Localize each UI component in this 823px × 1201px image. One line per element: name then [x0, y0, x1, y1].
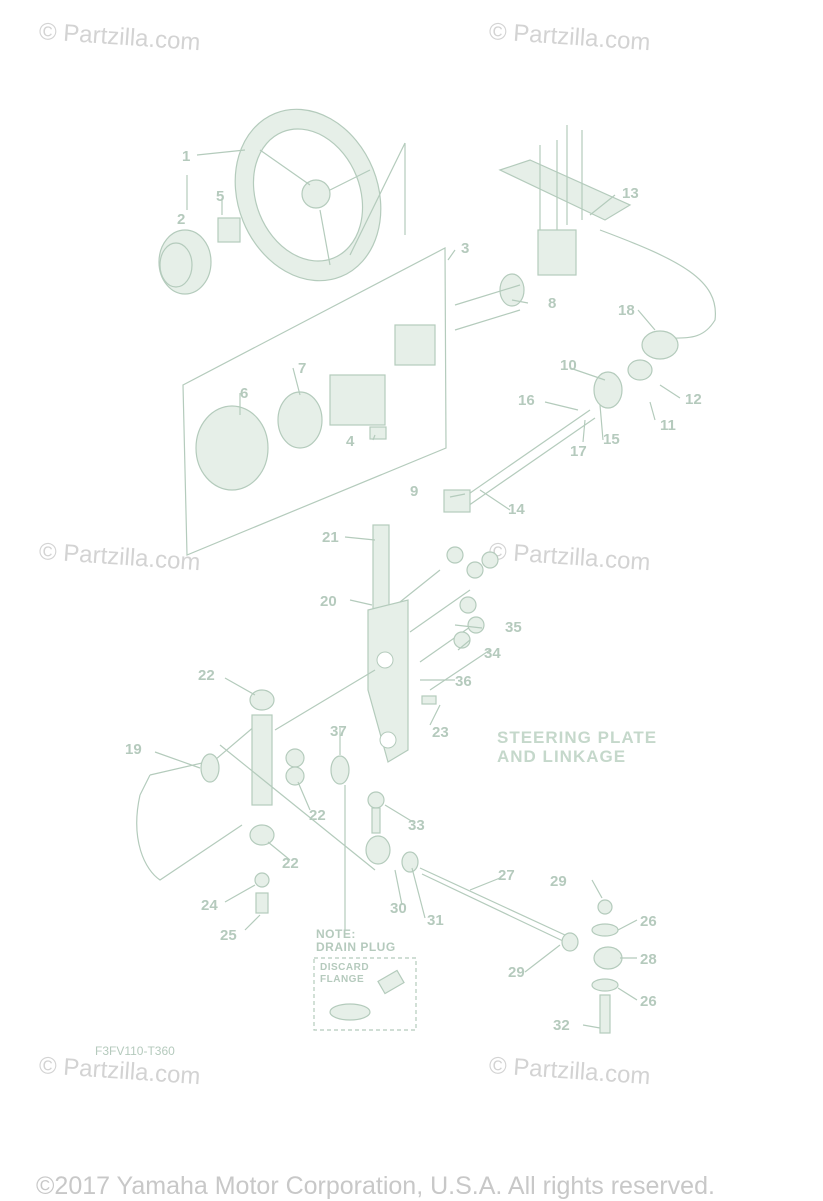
callout: 22 — [198, 667, 215, 684]
title-line: AND LINKAGE — [497, 747, 627, 766]
callout: 2 — [177, 211, 185, 228]
callout: 29 — [508, 964, 525, 981]
callout: 19 — [125, 741, 142, 758]
callout: 7 — [298, 360, 306, 377]
callout: 25 — [220, 927, 237, 944]
note-box-text: DISCARD FLANGE — [320, 962, 369, 986]
callout: 8 — [548, 295, 556, 312]
callout: 9 — [410, 483, 418, 500]
joint-part — [330, 755, 419, 930]
helm-unit-part — [195, 324, 436, 491]
hub-cap-part — [158, 229, 212, 295]
callout: 31 — [427, 912, 444, 929]
callout: 3 — [461, 240, 469, 257]
bracket-part — [498, 125, 632, 276]
callout: 1 — [182, 148, 190, 165]
callout: 37 — [330, 723, 347, 740]
boot-part — [641, 330, 679, 360]
callout: 20 — [320, 593, 337, 610]
title-line: STEERING PLATE — [497, 728, 658, 747]
steering-wheel-part — [234, 108, 382, 282]
callout: 35 — [505, 619, 522, 636]
callout: 24 — [201, 897, 218, 914]
callout: 26 — [640, 913, 657, 930]
note-line: DRAIN PLUG — [316, 940, 396, 954]
callout: 13 — [622, 185, 639, 202]
callout: 30 — [390, 900, 407, 917]
callout: 28 — [640, 951, 657, 968]
note-box-line: DISCARD — [320, 962, 370, 973]
steering-plate-part — [367, 524, 409, 763]
copyright-notice: ©2017 Yamaha Motor Corporation, U.S.A. A… — [36, 1172, 715, 1200]
rod-end-part — [591, 899, 623, 1034]
callout: 4 — [346, 433, 355, 450]
steering-cable — [599, 229, 716, 341]
callout: 18 — [618, 302, 635, 319]
callout: 32 — [553, 1017, 570, 1034]
linkage-arm-part — [136, 669, 376, 881]
callout: 6 — [240, 385, 248, 402]
callout: 36 — [455, 673, 472, 690]
tie-rod-part — [419, 867, 579, 952]
callout: 22 — [282, 855, 299, 872]
callout: 15 — [603, 431, 620, 448]
note-box — [313, 957, 417, 1031]
callout: 34 — [484, 645, 501, 662]
callout: 17 — [570, 443, 587, 460]
nut-washer-part — [217, 217, 241, 243]
callout: 33 — [408, 817, 425, 834]
note-box-line: FLANGE — [320, 974, 365, 985]
callout: 11 — [660, 417, 676, 434]
callout: 22 — [309, 807, 326, 824]
callout: 26 — [640, 993, 657, 1010]
callout: 5 — [216, 188, 224, 205]
callout: 23 — [432, 724, 449, 741]
diagram-code: F3FV110-T360 — [95, 1044, 175, 1058]
callout: 10 — [560, 357, 577, 374]
bolt-nut-set — [399, 546, 499, 691]
cable-tube-part — [443, 273, 653, 513]
callout: 14 — [508, 501, 525, 518]
callout: 12 — [685, 391, 702, 408]
note-text: NOTE: DRAIN PLUG — [316, 928, 396, 954]
callout: 21 — [322, 529, 339, 546]
note-line: NOTE: — [316, 927, 356, 941]
assembly-outline — [182, 247, 447, 556]
callout: 27 — [498, 867, 515, 884]
diagram-title: STEERING PLATE AND LINKAGE — [497, 728, 657, 766]
callout: 29 — [550, 873, 567, 890]
callout: 16 — [518, 392, 535, 409]
